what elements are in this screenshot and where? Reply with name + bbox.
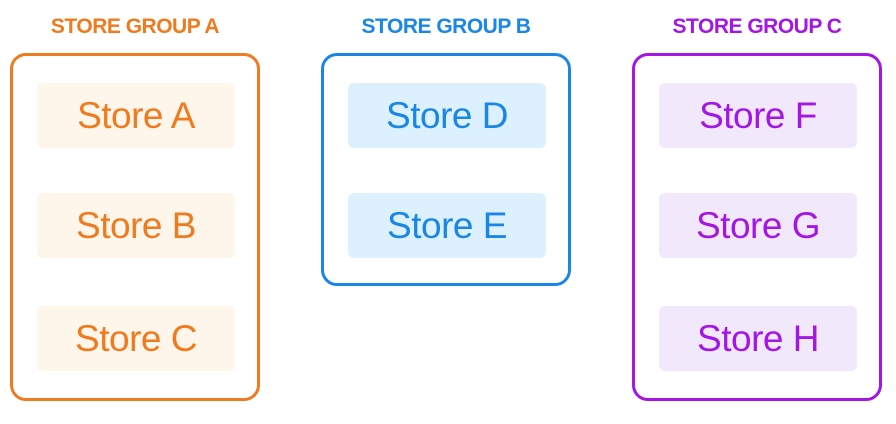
store-d-tile: Store D <box>348 83 546 148</box>
store-group-a-title: STORE GROUP A <box>50 15 220 38</box>
store-group-b-container: Store D Store E <box>321 53 571 286</box>
store-group-c-container: Store F Store G Store H <box>632 53 882 401</box>
store-group-a-container: Store A Store B Store C <box>10 53 260 401</box>
store-group-c-title: STORE GROUP C <box>672 15 842 38</box>
store-b-tile: Store B <box>37 193 235 258</box>
store-f-tile: Store F <box>659 83 857 148</box>
store-g-tile: Store G <box>659 193 857 258</box>
store-e-tile: Store E <box>348 193 546 258</box>
store-group-b-title: STORE GROUP B <box>361 15 531 38</box>
store-c-tile: Store C <box>37 306 235 371</box>
store-h-tile: Store H <box>659 306 857 371</box>
store-a-tile: Store A <box>37 83 235 148</box>
